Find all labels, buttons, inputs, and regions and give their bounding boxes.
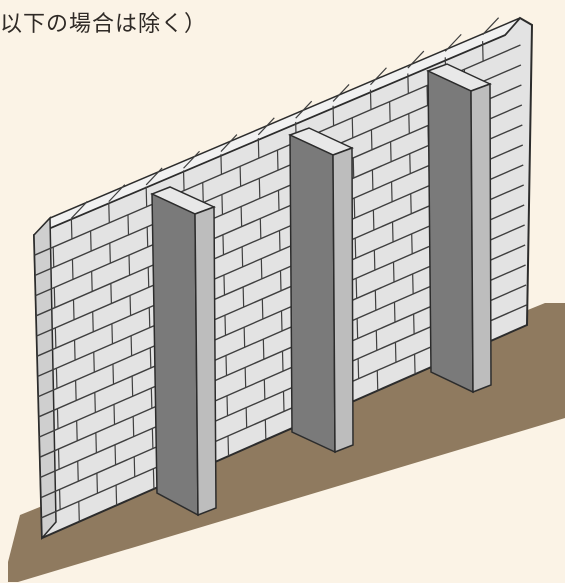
- mortar-joint: [227, 435, 230, 457]
- mortar-joint: [108, 202, 110, 223]
- mortar-joint: [109, 243, 111, 264]
- mortar-joint: [220, 154, 223, 175]
- mortar-joint: [223, 274, 226, 296]
- mortar-joint: [75, 380, 77, 401]
- mortar-joint: [244, 367, 247, 388]
- top-block-joint: [183, 150, 200, 169]
- top-block-joint: [257, 117, 275, 136]
- top-block-joint: [145, 167, 163, 186]
- top-block-joint: [482, 17, 500, 36]
- mortar-joint: [54, 327, 57, 349]
- mortar-joint: [71, 259, 74, 280]
- mortar-joint: [221, 194, 224, 215]
- mortar-joint: [72, 299, 75, 320]
- mortar-joint: [276, 150, 279, 171]
- top-block-joint: [370, 67, 387, 86]
- mortar-joint: [242, 286, 245, 308]
- buttress-pillar: [288, 127, 354, 454]
- mortar-joint: [128, 255, 131, 276]
- mortar-joint: [129, 295, 132, 316]
- mortar-joint: [262, 339, 265, 360]
- mortar-joint: [91, 271, 93, 292]
- mortar-joint: [93, 351, 95, 373]
- mortar-joint: [182, 170, 185, 191]
- mortar-joint: [259, 218, 262, 239]
- mortar-joint: [70, 218, 73, 240]
- top-block-joint: [108, 184, 126, 203]
- top-block-joint: [407, 50, 425, 69]
- caption-text: 以下の場合は除く）: [0, 12, 208, 37]
- mortar-joint: [240, 206, 243, 227]
- mortar-joint: [111, 323, 114, 344]
- mortar-joint: [150, 388, 153, 409]
- mortar-joint: [145, 186, 148, 207]
- mortar-joint: [258, 178, 261, 199]
- mortar-joint: [202, 182, 204, 203]
- mortar-joint: [95, 432, 97, 453]
- mortar-joint: [94, 392, 96, 413]
- mortar-joint: [55, 368, 58, 389]
- mortar-joint: [241, 246, 244, 267]
- mortar-joint: [56, 408, 59, 429]
- buttress-pillar: [150, 186, 217, 517]
- mortar-joint: [243, 327, 246, 348]
- buttress-pillar: [426, 63, 492, 394]
- mortar-joint: [245, 407, 248, 428]
- mortar-joint: [78, 501, 80, 522]
- mortar-joint: [92, 311, 94, 332]
- top-block-joint: [295, 100, 313, 119]
- mortar-joint: [114, 444, 117, 465]
- mortar-joint: [146, 226, 149, 248]
- mortar-joint: [278, 230, 281, 251]
- mortar-joint: [112, 364, 115, 385]
- mortar-joint: [148, 307, 151, 328]
- mortar-joint: [57, 449, 60, 470]
- mortar-joint: [281, 351, 284, 372]
- mortar-joint: [110, 283, 112, 304]
- mortar-joint: [73, 339, 76, 361]
- mortar-joint: [224, 315, 227, 336]
- mortar-joint: [115, 485, 118, 506]
- mortar-joint: [133, 456, 136, 477]
- mortar-joint: [149, 347, 152, 368]
- ground-slab: [8, 303, 565, 582]
- mortar-joint: [222, 234, 225, 255]
- mortar-joint: [152, 468, 155, 489]
- mortar-joint: [76, 420, 78, 441]
- mortar-joint: [58, 489, 61, 510]
- top-block-joint: [444, 33, 462, 52]
- top-block-joint: [332, 84, 350, 102]
- mortar-joint: [96, 473, 99, 494]
- mortar-joint: [226, 395, 229, 416]
- mortar-joint: [77, 461, 79, 482]
- mortar-joint: [277, 190, 280, 211]
- mortar-joint: [279, 270, 282, 291]
- mortar-joint: [282, 391, 285, 412]
- top-block-joint: [220, 134, 238, 152]
- mortar-joint: [257, 138, 260, 159]
- mortar-joint: [260, 258, 263, 279]
- mortar-joint: [151, 428, 154, 449]
- mortar-joint: [263, 379, 266, 400]
- mortar-joint: [225, 355, 228, 376]
- mortar-joint: [52, 247, 55, 268]
- mortar-joint: [280, 310, 283, 332]
- mortar-joint: [147, 267, 150, 288]
- mortar-joint: [131, 376, 134, 397]
- mortar-joint: [239, 166, 242, 187]
- mortar-joint: [113, 404, 116, 425]
- mortar-joint: [90, 230, 92, 252]
- mortar-joint: [127, 214, 130, 235]
- mortar-joint: [132, 416, 135, 437]
- mortar-joint: [130, 335, 133, 356]
- mortar-joint: [53, 287, 56, 308]
- mortar-joint: [264, 419, 267, 440]
- mortar-joint: [261, 298, 264, 320]
- top-block-joint: [70, 200, 88, 219]
